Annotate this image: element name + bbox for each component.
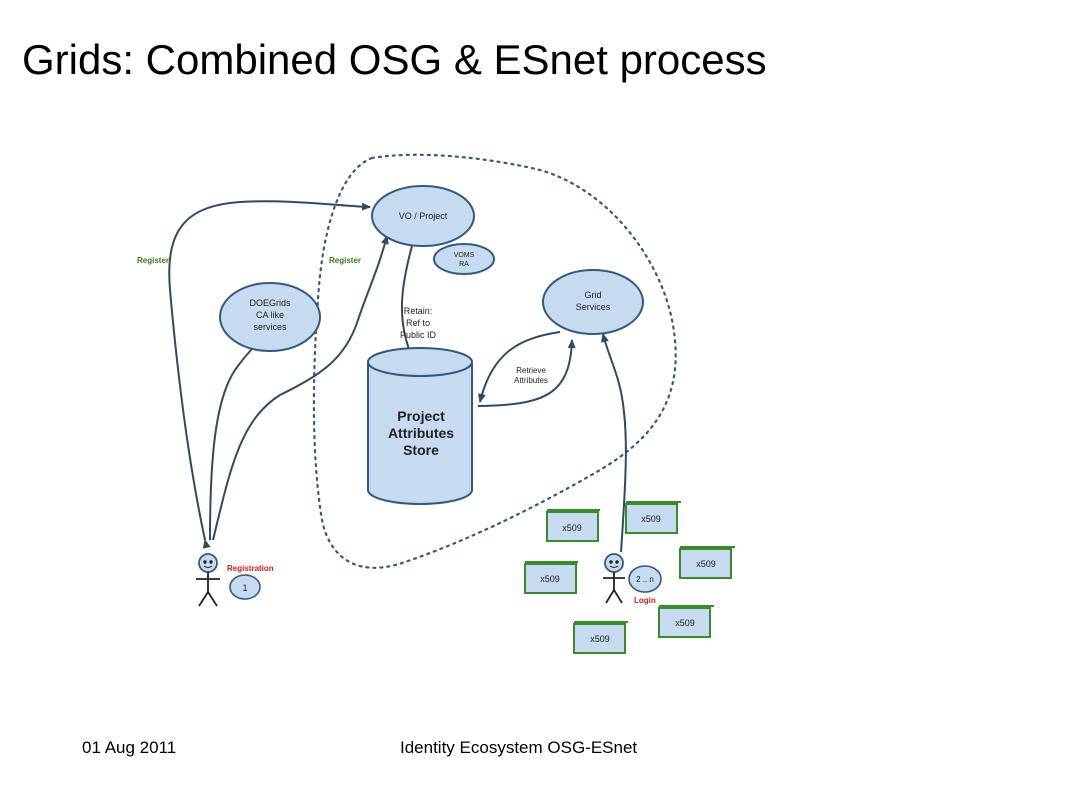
registration-user-figure [196,553,220,607]
retain-label-3: Public ID [400,330,437,340]
doegrids-label-3: services [253,322,287,332]
footer-date: 01 Aug 2011 [82,738,177,757]
retrieve-label-2: Attributes [514,376,548,385]
retrieve-label-1: Retrieve [516,366,546,375]
store-label-1: Project [397,408,445,424]
project-attributes-store [367,347,473,505]
certificate-5-label: x509 [675,618,695,628]
retain-label-1: Retain: [404,306,433,316]
doegrids-arrow [209,338,263,541]
vo-project-label: VO / Project [399,211,448,221]
step-2n-badge [628,565,662,593]
vo-project-node [371,185,475,247]
retain-label-2: Ref to [406,318,430,328]
register-arrow-mid [212,235,389,541]
retrieve-arrow [477,339,576,407]
trust-boundary [312,153,677,569]
doegrids-node [219,282,321,352]
certificate-6 [573,621,628,654]
login-label: Login [634,596,656,605]
certificate-2 [625,501,681,534]
certificate-6-label: x509 [590,634,610,644]
registration-label: Registration [227,564,274,573]
voms-ra-node [433,243,495,275]
footer-center-text: Identity Ecosystem OSG-ESnet [400,738,638,757]
certificate-5 [658,605,714,638]
certificate-1-label: x509 [562,523,582,533]
certificate-3-label: x509 [696,559,716,569]
retrieve-arrow-back [477,331,561,403]
certificate-4-label: x509 [540,574,560,584]
certificate-1 [546,509,600,542]
register-label-mid: Register [329,256,361,265]
grid-label: Grid [584,290,601,300]
doegrids-label-2: CA like [256,310,284,320]
login-arrow [601,333,627,553]
store-label-3: Store [403,442,439,458]
step-1-badge [229,574,261,600]
login-user-figure [603,553,625,604]
doegrids-label-1: DOEGrids [249,298,291,308]
step-2n-label: 2 .. n [636,575,654,584]
store-label-2: Attributes [388,425,454,441]
register-label-left: Register [137,256,169,265]
certificate-4 [524,561,578,594]
register-arrow-left [168,200,371,549]
retain-line [400,245,413,353]
slide-title: Grids: Combined OSG & ESnet process [22,36,767,83]
step-1-label: 1 [242,583,247,593]
services-label: Services [576,302,611,312]
grid-services-node [542,269,644,335]
voms-label: VOMS [454,252,475,259]
certificate-2-label: x509 [641,514,661,524]
certificate-3 [679,546,735,579]
ra-label: RA [459,261,469,268]
